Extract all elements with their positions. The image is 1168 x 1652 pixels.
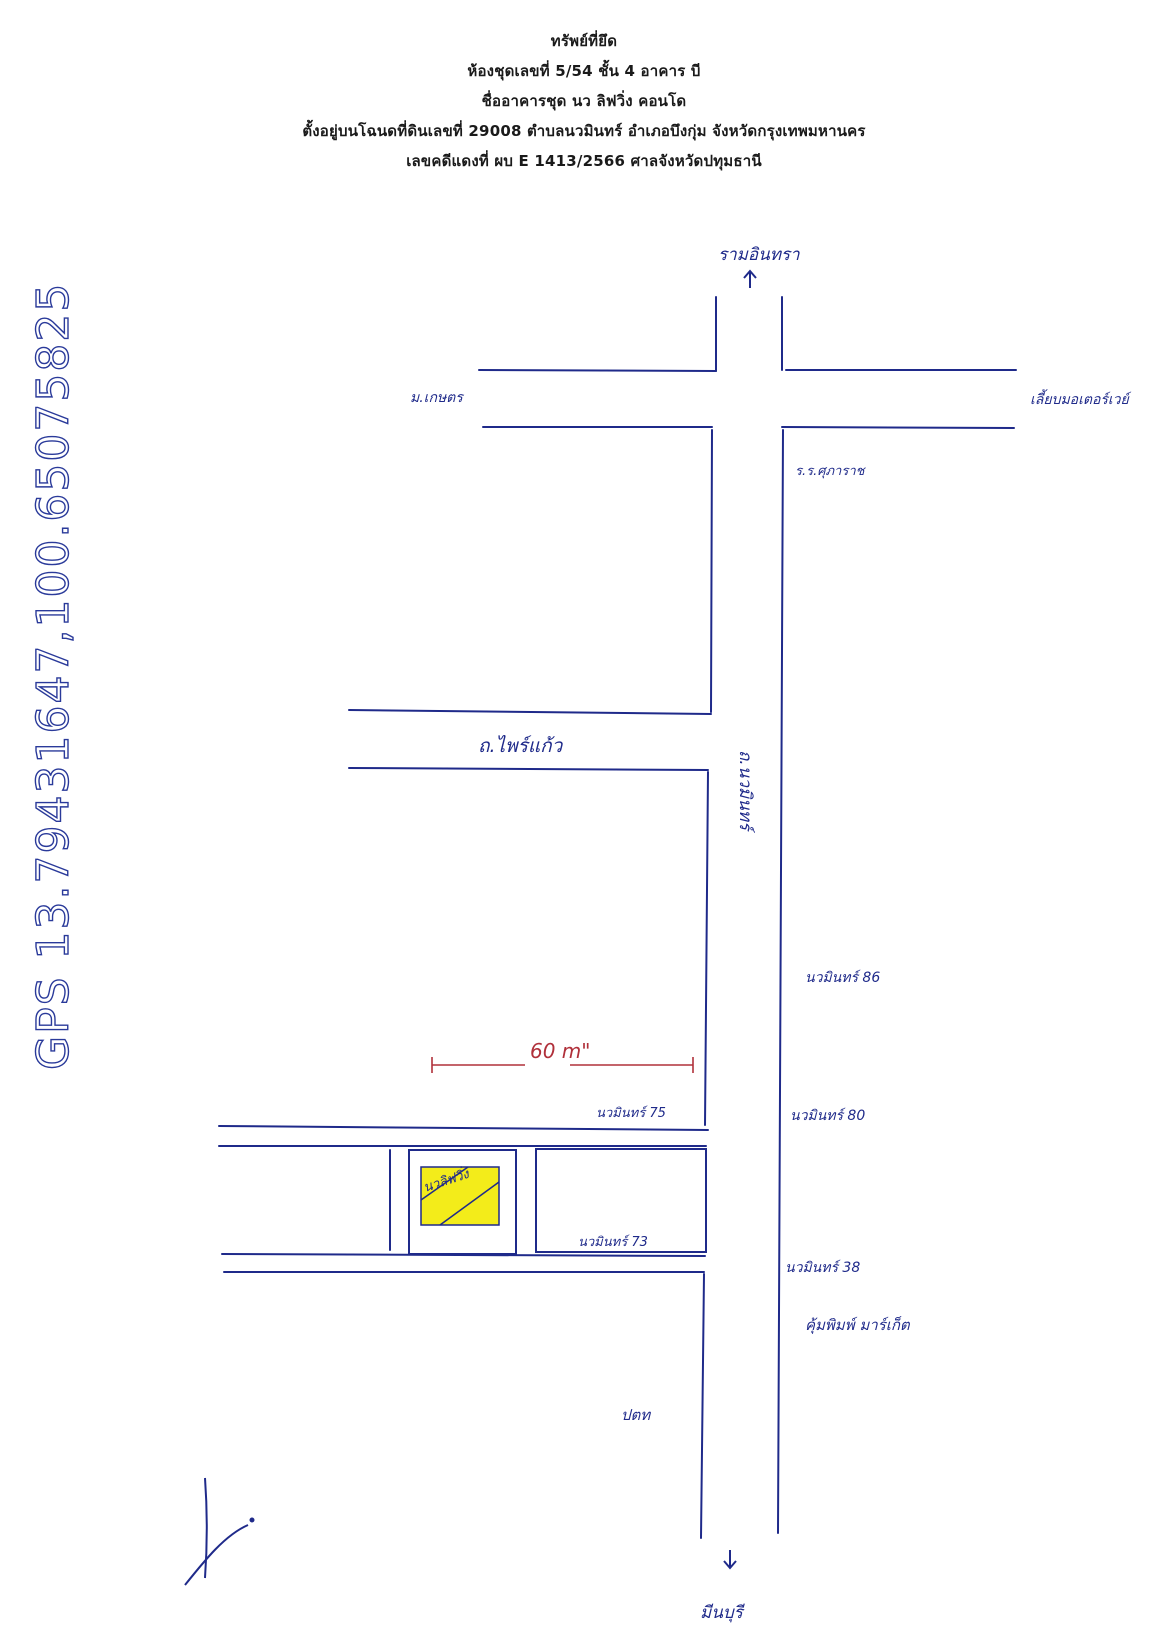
soi-80-label: นวมินทร์ 80 [790,1107,865,1124]
soi-38-label: นวมินทร์ 38 [785,1259,860,1276]
road-edge [781,426,1015,429]
left-cross-road-label: ม.เกษตร [410,390,464,406]
north-direction-label: รามอินทรา [718,245,800,265]
property-marker [420,1166,500,1226]
road-edge [218,1125,709,1131]
landmark-upper-right: ร.ร.ศุภาราช [795,464,867,479]
soi-75-label: นวมินทร์ 75 [596,1105,666,1121]
header-building-name: ชื่ออาคารชุด นว ลิฟวิ่ง คอนโด [481,92,687,110]
distance-label: 60 m" [530,1039,591,1063]
header-case-number: เลขคดีแดงที่ ผบ E 1413/2566 ศาลจังหวัดปท… [406,152,762,170]
distance-marker [431,1057,694,1073]
main-road-left-edge [710,429,713,713]
landmark-lower-left: ปตท [621,1406,651,1424]
main-road-left-edge [700,1273,705,1539]
south-arrow-icon [723,1550,737,1570]
road-edge [478,369,717,372]
block-edge [535,1148,707,1253]
landmark-lower-right: คุ้มพิมพ์ มาร์เก็ต [805,1316,911,1334]
compass-north-icon [184,1477,255,1586]
north-arrow-icon [743,269,757,288]
header-land-title: ตั้งอยู่บนโฉนดที่ดินเลขที่ 29008 ตำบลนวม… [302,122,866,140]
header-title: ทรัพย์ที่ยึด [550,32,618,50]
right-cross-road-label: เลี้ยบมอเตอร์เวย์ [1030,389,1132,408]
main-road-right-edge [777,429,784,1534]
gps-coordinates: GPS 13.79431647,100.65075825 [28,282,79,1070]
property-block [408,1149,517,1255]
road-edge [348,709,712,715]
south-direction-label: มีนบุรี [700,1603,746,1623]
main-road-label: ถ.นวมินทร์ [735,750,755,834]
main-road-left-edge [704,771,709,1126]
road-edge [348,767,709,771]
header-unit-number: ห้องชุดเลขที่ 5/54 ชั้น 4 อาคาร บี [467,62,701,80]
soi-86-label: นวมินทร์ 86 [805,969,880,986]
document-header: ทรัพย์ที่ยึด ห้องชุดเลขที่ 5/54 ชั้น 4 อ… [0,26,1168,176]
soi-73-label: นวมินทร์ 73 [578,1234,648,1250]
side-road-label: ถ.ไพร์แก้ว [478,734,564,757]
